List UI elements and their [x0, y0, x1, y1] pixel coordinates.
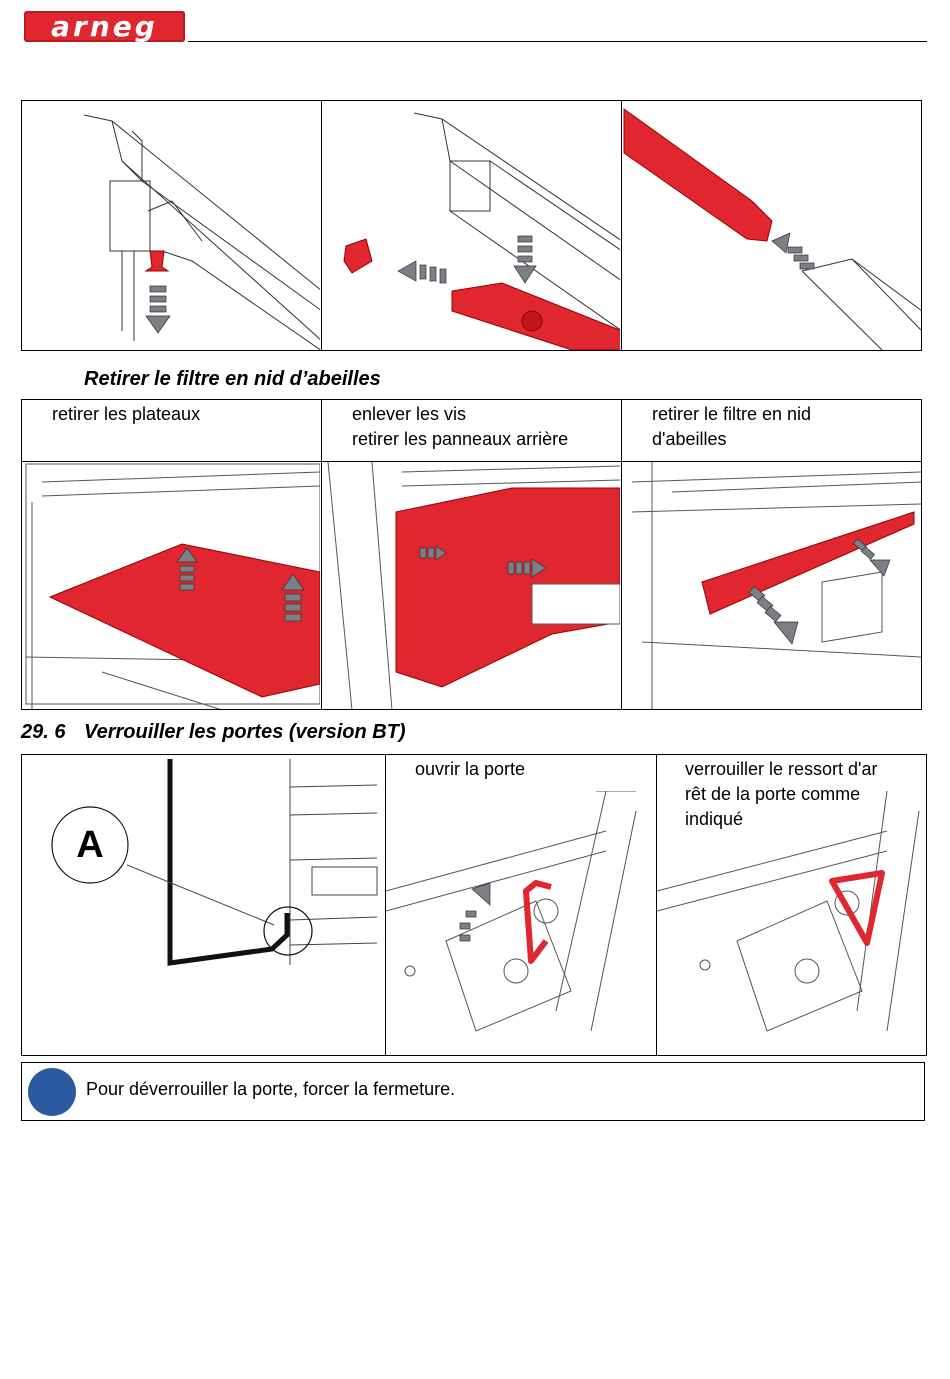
- back-panel-removal-illustration: [327, 462, 620, 709]
- doors-section-heading: Verrouiller les portes (version BT): [84, 721, 406, 743]
- door-steps-panel: ouvrir la porte verrouiller le ressort d…: [21, 754, 927, 1056]
- profile-end-cap-illustration: [623, 108, 921, 350]
- logo-text: arneg: [51, 10, 158, 43]
- filter-steps-panel: retirer les plateaux enlever les vis ret…: [21, 399, 922, 710]
- door-overview-illustration: [51, 759, 378, 966]
- honeycomb-filter-removal-illustration: [631, 462, 921, 709]
- step-caption-remove-shelves: retirer les plateaux: [52, 404, 201, 424]
- top-illustration-row: [21, 100, 922, 351]
- step-caption-lock-spring: verrouiller le ressort d'ar rêt de la po…: [685, 759, 878, 829]
- shelf-removal-illustration: [25, 463, 320, 709]
- locked-spring-illustration: [657, 791, 920, 1032]
- doors-section-number: 29. 6: [21, 721, 66, 743]
- arneg-logo: [24, 11, 185, 42]
- step-caption-open-door: ouvrir la porte: [415, 759, 526, 779]
- callout-label-a: A: [76, 824, 104, 866]
- step-caption-remove-filter: retirer le filtre en nid d'abeilles: [652, 404, 812, 449]
- step-caption-remove-screws: enlever les vis retirer les panneaux arr…: [352, 404, 569, 449]
- header-rule: [188, 41, 927, 42]
- filter-section-heading: Retirer le filtre en nid d’abeilles: [84, 368, 381, 390]
- profile-cover-illustration: [343, 112, 620, 350]
- info-icon: [28, 1068, 76, 1116]
- note-box: Pour déverrouiller la porte, forcer la f…: [21, 1062, 925, 1121]
- open-door-illustration: [386, 791, 637, 1032]
- profile-screw-illustration: [83, 114, 320, 350]
- note-text: Pour déverrouiller la porte, forcer la f…: [86, 1079, 456, 1099]
